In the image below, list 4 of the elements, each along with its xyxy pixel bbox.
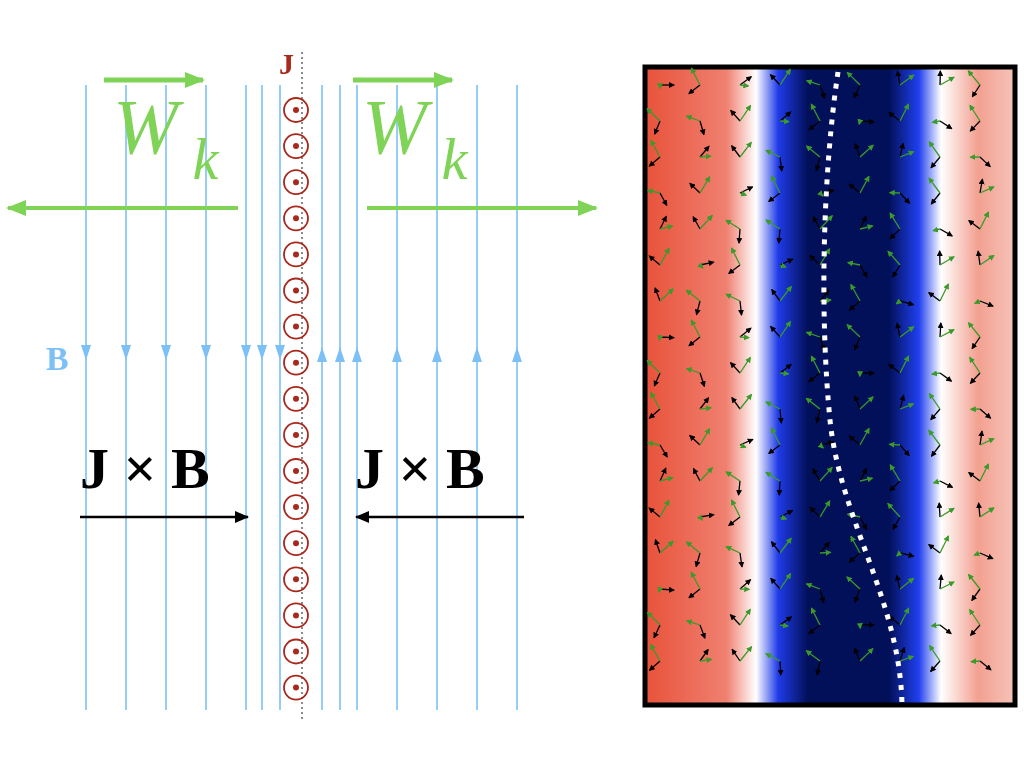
force-label: J × B xyxy=(355,440,485,498)
field-label: B xyxy=(46,342,69,376)
current-label: J xyxy=(279,49,294,79)
force-label: J × B xyxy=(80,440,210,498)
